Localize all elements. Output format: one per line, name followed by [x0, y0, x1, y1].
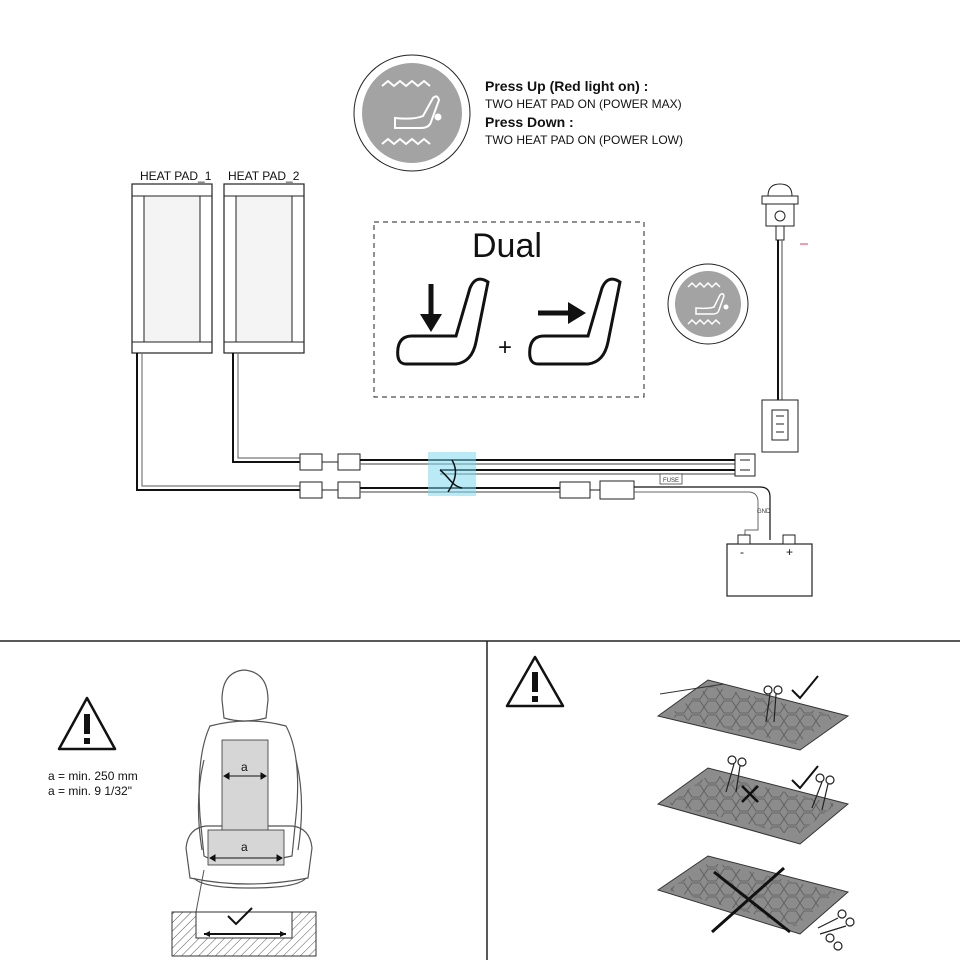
arrow-down-icon	[420, 284, 442, 332]
scissors-icon-1	[763, 685, 783, 723]
check-icon-1	[791, 675, 819, 700]
scissors-icon-2	[725, 755, 835, 811]
splice-highlight	[428, 452, 476, 496]
heat-mat-cut-edge	[656, 767, 850, 845]
press-down-text: TWO HEAT PAD ON (POWER LOW)	[485, 133, 683, 147]
heat-mat-cut-ok	[656, 679, 850, 751]
car-seat	[185, 669, 313, 889]
warning-icon-right	[505, 655, 565, 708]
power-connectors	[559, 480, 635, 500]
cross-icon-3	[711, 866, 791, 934]
press-up-title: Press Up (Red light on) :	[485, 78, 648, 94]
heat-pad-1-label: HEAT PAD_1	[140, 169, 212, 183]
switch-plug	[761, 399, 799, 453]
switch-icon-large	[353, 54, 471, 172]
press-up-text: TWO HEAT PAD ON (POWER MAX)	[485, 97, 682, 111]
check-icon-2	[791, 765, 819, 790]
section-leader	[195, 869, 205, 913]
dim-label-back: a	[241, 760, 248, 774]
arrow-right-icon	[538, 302, 586, 324]
power-wire-ground	[634, 491, 759, 540]
dual-box	[373, 221, 645, 398]
cross-icon-2	[741, 785, 759, 803]
battery-plus: +	[786, 545, 793, 559]
switch-connector	[734, 453, 756, 477]
pad-wires	[136, 353, 300, 491]
press-down-title: Press Down :	[485, 114, 574, 130]
scissors-icon-3	[817, 909, 855, 951]
check-icon-section	[227, 907, 253, 926]
connectors	[299, 453, 361, 499]
battery-minus: -	[740, 545, 744, 559]
heat-pad-1	[131, 183, 213, 354]
dim-label-cushion: a	[241, 840, 248, 854]
heat-pad-2-label: HEAT PAD_2	[228, 169, 300, 183]
seat-cushion-heat-icon	[528, 277, 622, 366]
fuse	[659, 473, 683, 485]
measure-mm: a = min. 250 mm	[48, 769, 138, 783]
power-wire-positive	[634, 486, 771, 540]
measure-in: a = min. 9 1/32"	[48, 784, 132, 798]
dimension-arrows	[209, 772, 283, 862]
seat-section-view	[171, 911, 317, 957]
battery	[726, 534, 813, 597]
switch-cable	[777, 240, 783, 400]
heat-pad-2	[223, 183, 305, 354]
switch-icon-small	[667, 263, 749, 345]
dual-title: Dual	[472, 227, 542, 265]
fuse-label: FUSE	[663, 478, 679, 484]
dual-plus: +	[498, 334, 512, 361]
switch-body	[761, 183, 799, 241]
gnd-label: GND	[757, 509, 771, 515]
seat-back-heat-icon	[396, 277, 490, 366]
splice-wires	[439, 459, 463, 493]
warning-icon-left	[57, 696, 117, 751]
cushion-pad-area	[207, 829, 285, 866]
